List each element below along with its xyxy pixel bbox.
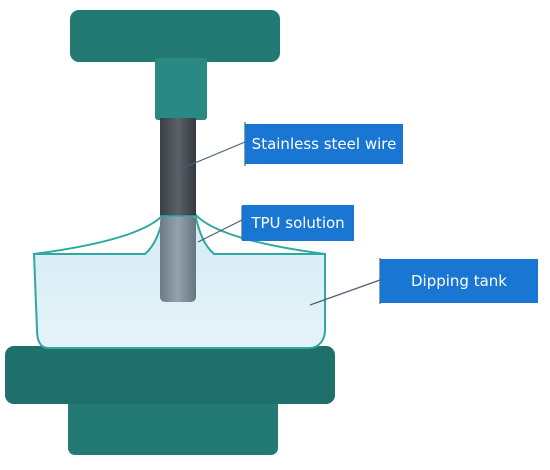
- immersed-wire: [160, 216, 196, 302]
- tpu-meniscus: [33, 213, 326, 255]
- leader-tpu: [197, 219, 243, 243]
- leader-steel-wire: [177, 141, 246, 171]
- label-box-tank: [380, 259, 538, 303]
- label-box-tpu: [242, 205, 354, 241]
- label-stainless-steel-wire: Stainless steel wire: [251, 135, 397, 153]
- handle-icon: [70, 10, 280, 120]
- label-dipping-tank: Dipping tank: [411, 272, 507, 290]
- leader-tank: [309, 279, 381, 306]
- wire-icon: [160, 118, 196, 216]
- tank-base: [5, 346, 335, 455]
- label-box-steel-wire: [245, 124, 403, 164]
- handle-stem: [155, 58, 207, 120]
- label-tpu-solution: TPU solution: [251, 214, 345, 232]
- tank-platform: [5, 346, 335, 404]
- handle-crossbar: [70, 10, 280, 62]
